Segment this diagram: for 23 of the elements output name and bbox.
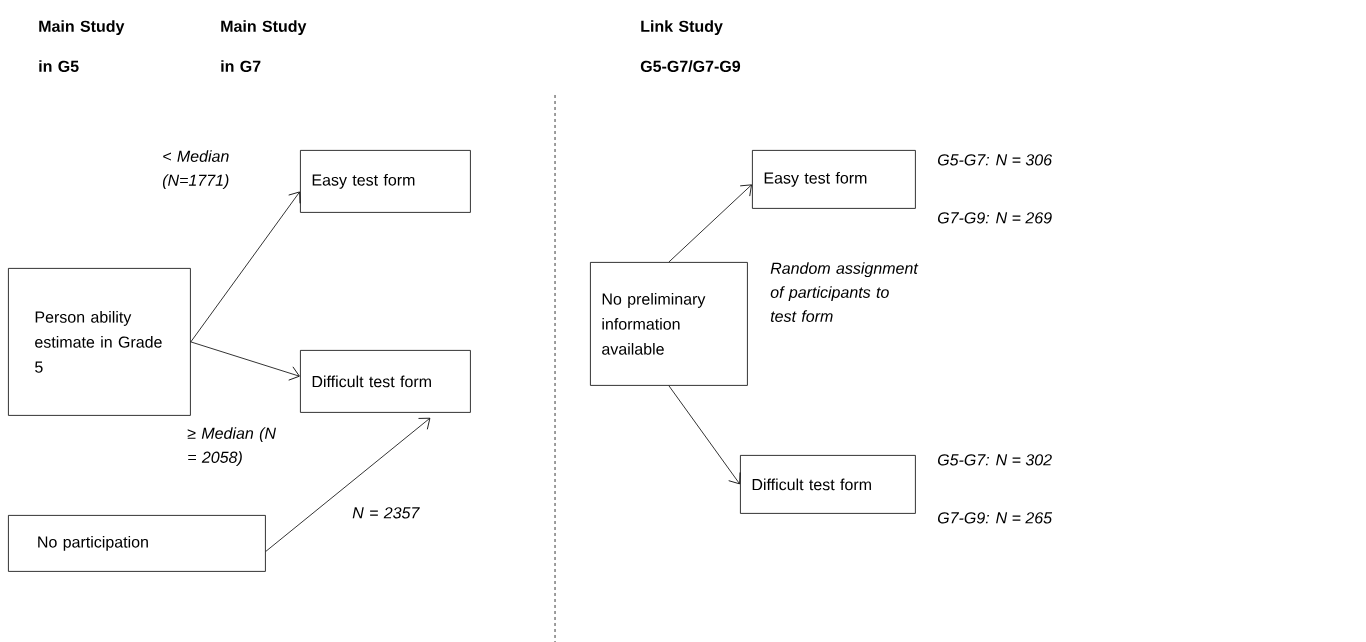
beside-text: G5-G7: N = 302	[938, 454, 1052, 466]
process-box: Person ability estimate in Grade 5	[8, 268, 191, 416]
column-heading: Link Study G5-G7/G7-G9	[640, 20, 741, 73]
column-heading: Main Study in G7	[221, 20, 307, 72]
arrow	[265, 417, 431, 552]
arrow	[668, 184, 752, 263]
beside-text: G7-G9: N = 265	[938, 512, 1053, 524]
process-box: No preliminary information available	[590, 262, 748, 386]
edge-label: < Median (N=1771)	[162, 150, 229, 190]
process-box: No participation	[8, 515, 266, 572]
arrow	[190, 191, 301, 343]
edge-label: N = 2357	[352, 507, 420, 519]
edge-label: ≥ Median (N = 2058)	[187, 427, 276, 467]
column-heading: Main Study in G5	[39, 20, 125, 72]
process-box: Easy test form	[752, 150, 916, 209]
process-box: Easy test form	[300, 150, 471, 213]
beside-text: G5-G7: N = 306	[938, 154, 1053, 166]
process-box: Difficult test form	[300, 350, 471, 413]
beside-text: G7-G9: N = 269	[938, 212, 1052, 224]
process-box: Difficult test form	[740, 455, 916, 514]
annotation-text: Random assignment of participants to test form	[770, 262, 919, 322]
arrow	[190, 341, 300, 381]
arrow	[668, 385, 741, 485]
